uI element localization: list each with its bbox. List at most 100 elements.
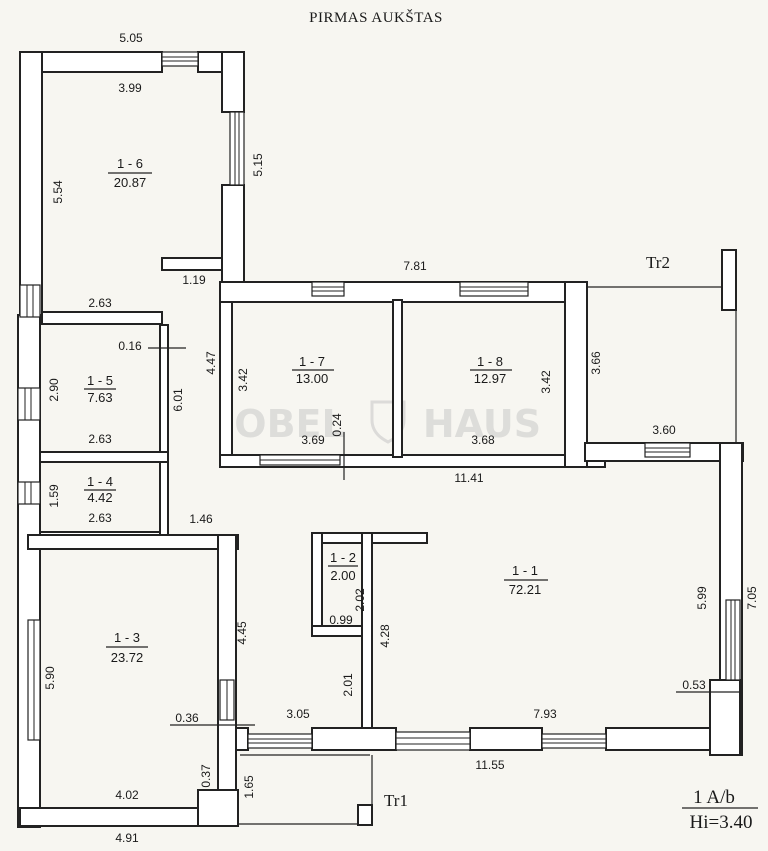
dim-corr-top: 1.19 [182, 273, 206, 287]
wall-corr-right [219, 284, 233, 466]
scale-line1: 1 A/b [693, 787, 735, 808]
tr1-label: Tr1 [384, 791, 408, 810]
room-1-8: 1 - 8 12.97 [470, 354, 512, 386]
wall-bottom-mid2 [469, 727, 543, 751]
dim-r15-bottom: 2.63 [88, 432, 112, 446]
dim-top-width: 5.05 [119, 31, 143, 45]
dim-r13-037: 0.37 [199, 764, 213, 788]
window-r16-right [229, 111, 245, 186]
dim-r17-left: 3.42 [236, 368, 250, 392]
wall-bottom-left [235, 727, 249, 751]
tr2-post [721, 249, 737, 311]
dim-r16-right: 5.15 [251, 153, 265, 177]
dim-bottom-right: 11.55 [475, 758, 504, 772]
dim-tr2-depth: 3.66 [589, 351, 603, 375]
window-r16-top [161, 51, 199, 67]
wall-r13-right [217, 534, 237, 791]
window-bottom-3 [541, 733, 607, 749]
dim-corr-mid: 4.47 [204, 351, 218, 375]
room-id: 1 - 7 [299, 354, 325, 369]
window-r14-left [17, 481, 41, 505]
dim-r18-bottom: 3.68 [471, 433, 495, 447]
dim-r11-053: 0.53 [682, 678, 706, 692]
room-1-4: 1 - 4 4.42 [84, 474, 116, 505]
dim-r16-bottom: 2.63 [88, 296, 112, 310]
dimensions: 5.05 3.99 5.15 5.54 2.63 1.19 7.81 3.66 … [43, 31, 759, 845]
room-labels: 1 - 6 20.87 1 - 5 7.63 1 - 4 4.42 1 - 3 … [84, 156, 548, 665]
wall-r13-bottom [19, 807, 201, 827]
window-bottom-2 [395, 731, 471, 751]
window-bottom-1 [247, 733, 313, 749]
wall-r12-left [311, 532, 323, 637]
dim-r13-036: 0.36 [175, 711, 199, 725]
room-id: 1 - 4 [87, 474, 113, 489]
window-r16-left [19, 284, 41, 318]
wall-r16-left [19, 51, 43, 323]
room-id: 1 - 6 [117, 156, 143, 171]
dim-r16-left: 5.54 [51, 180, 65, 204]
window-r17-top [311, 281, 345, 297]
walls [17, 51, 744, 828]
room-area: 7.63 [87, 390, 112, 405]
wall-r16-bottom [41, 311, 163, 325]
room-area: 4.42 [87, 490, 112, 505]
dim-r15-small: 0.16 [118, 339, 142, 353]
room-id: 1 - 1 [512, 563, 538, 578]
wall-r12-right [361, 532, 373, 734]
room-id: 1 - 8 [477, 354, 503, 369]
room-1-7: 1 - 7 13.00 [292, 354, 334, 386]
dim-r13-left: 5.90 [43, 666, 57, 690]
window-tr2-door [644, 442, 691, 458]
dim-hall-305: 3.05 [286, 707, 310, 721]
wall-r13-top [27, 534, 239, 550]
plan-title: PIRMAS AUKŠTAS [309, 9, 443, 26]
dim-r11-left: 4.28 [378, 624, 392, 648]
dim-tr2-bottom: 3.60 [652, 423, 676, 437]
wall-r14-right [159, 461, 169, 543]
dim-r14-bottom: 2.63 [88, 511, 112, 525]
dim-r17-bottom: 3.69 [301, 433, 325, 447]
tr1-post [357, 804, 373, 826]
dim-hall-146: 1.46 [189, 512, 213, 526]
dim-r18-right: 3.42 [539, 370, 553, 394]
dim-r12-wall: 2.02 [353, 588, 367, 612]
dim-r16-inner-w: 3.99 [118, 81, 142, 95]
room-area: 72.21 [509, 582, 542, 597]
wall-r17-r18-divider [392, 299, 403, 458]
window-r18-top [459, 281, 529, 297]
dim-right-total: 7.05 [745, 586, 759, 610]
room-area: 2.00 [330, 568, 355, 583]
dim-bottom-left: 4.91 [115, 831, 139, 845]
dim-tr1-165: 1.65 [242, 775, 256, 799]
shield-icon [370, 400, 406, 444]
room-area: 12.97 [474, 371, 507, 386]
watermark-left: OBEL [234, 402, 345, 446]
watermark: OBEL HAUS [234, 400, 541, 446]
room-1-6: 1 - 6 20.87 [108, 156, 152, 190]
dim-mid-width: 11.41 [454, 471, 483, 485]
room-1-5: 1 - 5 7.63 [84, 373, 116, 405]
tr2-label: Tr2 [646, 253, 670, 272]
window-r15-left [17, 387, 41, 421]
room-area: 20.87 [114, 175, 147, 190]
windows [17, 51, 741, 751]
wall-r13-bottom-right [197, 789, 239, 827]
room-id: 1 - 2 [330, 550, 356, 565]
dim-r15-left: 2.90 [47, 378, 61, 402]
room-area: 13.00 [296, 371, 329, 386]
room-area: 23.72 [111, 650, 144, 665]
room-id: 1 - 3 [114, 630, 140, 645]
wall-r11-right-lower [709, 679, 741, 756]
wall-r18-right [564, 281, 588, 468]
dim-r11-bottom: 7.93 [533, 707, 557, 721]
dim-r13-bottom: 4.02 [115, 788, 139, 802]
dim-r14-left: 1.59 [47, 484, 61, 508]
dim-r12-bottom: 0.99 [329, 613, 353, 627]
window-r11-right [725, 599, 741, 681]
dim-hall-445: 4.45 [235, 621, 249, 645]
dim-r11-right: 5.99 [695, 586, 709, 610]
room-1-2: 1 - 2 2.00 [328, 550, 358, 583]
wall-bottom-mid [311, 727, 397, 751]
scale-box: 1 A/b Hi=3.40 [682, 787, 758, 833]
wall-r16-right-lower [221, 184, 245, 286]
